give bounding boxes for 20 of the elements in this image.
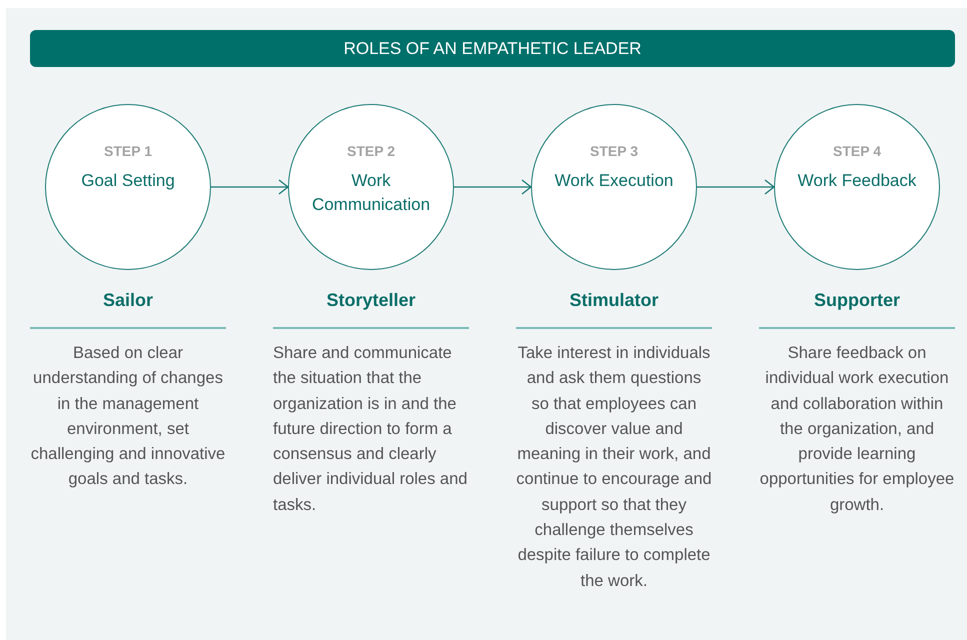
title-banner: ROLES OF AN EMPATHETIC LEADER bbox=[30, 30, 955, 67]
role-heading: Sailor bbox=[102, 290, 154, 311]
arrow bbox=[454, 179, 532, 195]
arrow bbox=[211, 179, 289, 195]
role-description: Take interest in individuals and ask them questions so that employees can discover value and meaning in their work, and continue to encourage and support so that they challenge themselves despite failure to complete the work. bbox=[516, 343, 712, 592]
step-label: STEP 1 bbox=[104, 143, 152, 159]
arrow bbox=[697, 179, 775, 195]
step-label: STEP 2 bbox=[347, 143, 395, 159]
step-title: Work Communication bbox=[310, 170, 432, 216]
step-label: STEP 3 bbox=[590, 143, 638, 159]
step-title: Work Execution bbox=[554, 170, 674, 192]
step-title: Goal Setting bbox=[80, 170, 176, 192]
role-description: Share feedback on individual work execution and collaboration within the organization, and provide learning opportunities for employee growth. bbox=[759, 343, 955, 516]
role-description: Share and communicate the situation that the organization is in and the future direction to form a consensus and clearly deliver individual roles and tasks. bbox=[273, 343, 468, 516]
role-heading: Storyteller bbox=[325, 290, 417, 311]
role-heading: Supporter bbox=[812, 290, 901, 311]
role-heading: Stimulator bbox=[568, 290, 660, 311]
step-label: STEP 4 bbox=[833, 143, 881, 159]
step-title: Work Feedback bbox=[796, 170, 918, 192]
role-description: Based on clear understanding of changes in the management environment, set challenging and innovative goals and tasks. bbox=[30, 343, 226, 490]
